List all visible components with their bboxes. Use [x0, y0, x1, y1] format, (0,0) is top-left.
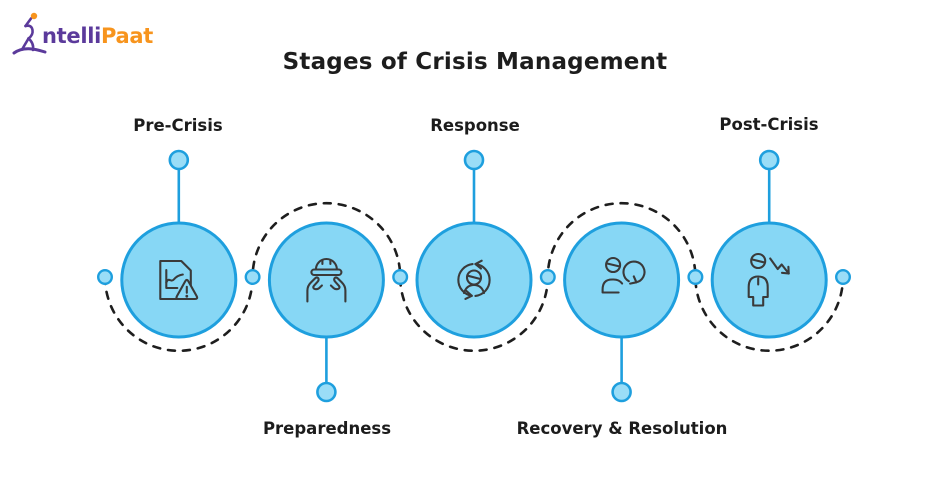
stage-circle-post-crisis — [710, 221, 828, 339]
stage-label-recovery-resolution: Recovery & Resolution — [516, 419, 728, 438]
risk-analysis-document-icon — [159, 259, 199, 301]
stage-circle-preparedness — [267, 221, 385, 339]
stage-label-pre-crisis: Pre-Crisis — [133, 116, 223, 135]
dashed-flow-path — [103, 201, 845, 353]
label-anchor-dot — [463, 149, 485, 171]
intellipaat-logo: ntelliPaat — [12, 8, 162, 62]
person-refresh-icon — [601, 256, 646, 294]
label-anchor-dot — [168, 149, 190, 171]
flow-node-dot — [687, 269, 704, 286]
person-sync-arrows-icon — [457, 259, 491, 300]
logo-wordmark: ntelliPaat — [42, 24, 153, 48]
stage-circle-recovery — [563, 221, 681, 339]
page-title: Stages of Crisis Management — [282, 49, 668, 75]
flow-node-dot — [392, 269, 409, 286]
stage-circle-pre-crisis — [120, 221, 238, 339]
flow-node-dots — [96, 269, 852, 286]
flow-node-dot — [835, 269, 852, 286]
stage-circle-response — [415, 221, 533, 339]
flow-node-dot — [244, 269, 261, 286]
stage-label-post-crisis: Post-Crisis — [719, 115, 819, 134]
flow-node-dot — [96, 269, 113, 286]
label-anchor-dot — [758, 149, 780, 171]
logo-text-ntelli: ntelli — [42, 24, 102, 48]
label-anchor-dot — [611, 381, 632, 403]
stage-circles — [120, 221, 828, 339]
person-declining-trend-icon — [747, 252, 790, 307]
flow-node-dot — [539, 269, 556, 286]
hands-holding-hard-hat-icon — [306, 258, 347, 303]
stage-label-preparedness: Preparedness — [262, 419, 392, 438]
label-anchor-dot — [316, 381, 337, 403]
label-anchor-dots — [168, 149, 780, 403]
label-connectors — [177, 168, 771, 384]
intellipaat-logo-figure-icon — [12, 12, 47, 55]
logo-text-paat: Paat — [101, 24, 154, 48]
stage-label-response: Response — [430, 116, 520, 135]
